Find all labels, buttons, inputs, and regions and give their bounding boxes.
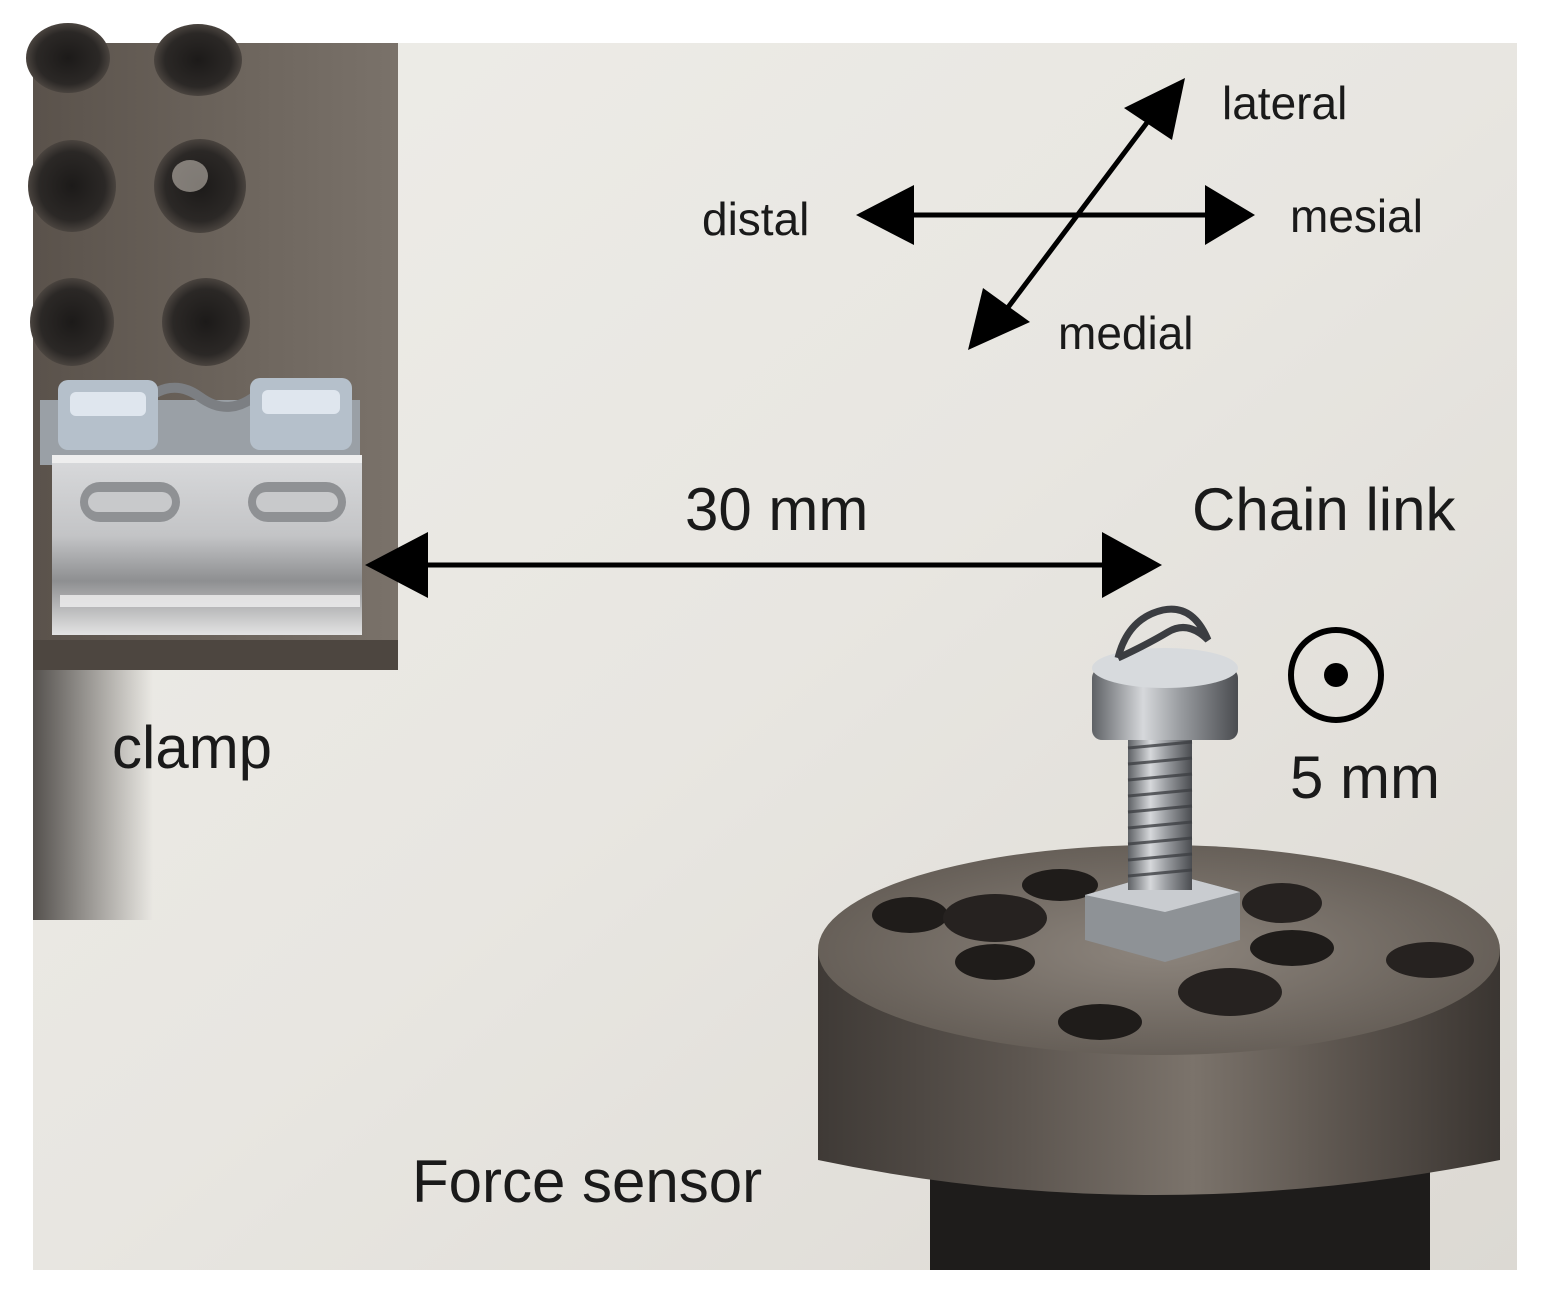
label-lateral: lateral [1222, 77, 1348, 129]
label-mesial: mesial [1290, 190, 1423, 242]
label-displacement: 5 mm [1290, 744, 1440, 811]
label-distal: distal [702, 193, 810, 245]
force-sensor [818, 605, 1500, 1270]
direction-arrows [856, 78, 1255, 350]
clamp-bracket [40, 378, 362, 635]
label-clamp: clamp [112, 714, 273, 781]
label-force-sensor: Force sensor [412, 1148, 763, 1215]
label-chain-link: Chain link [1192, 476, 1456, 543]
clamp-shadow [33, 660, 153, 920]
label-distance: 30 mm [685, 476, 869, 543]
dot-in-circle-icon [1288, 627, 1384, 723]
label-medial: medial [1058, 307, 1194, 359]
distance-arrow [365, 532, 1162, 598]
